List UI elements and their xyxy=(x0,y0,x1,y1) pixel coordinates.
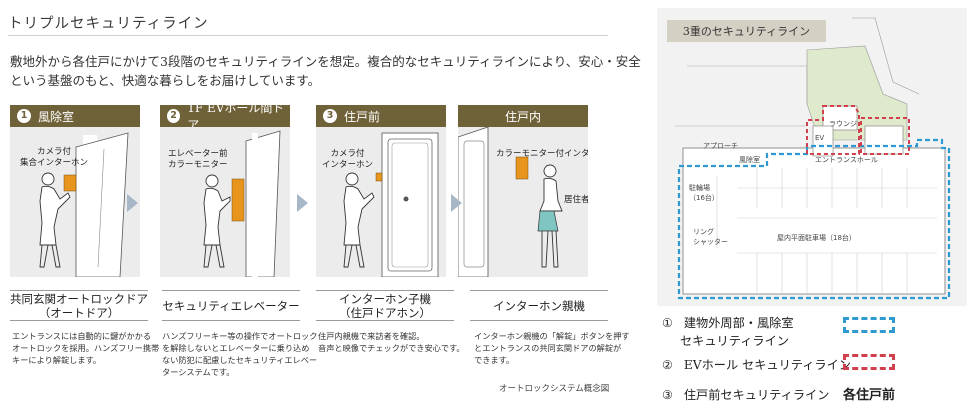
svg-text:リング: リング xyxy=(693,227,714,236)
legend-red-swatch xyxy=(843,354,895,370)
security-line-1 xyxy=(677,138,951,300)
security-line-2 xyxy=(806,105,860,155)
arrow-right-icon xyxy=(127,194,138,212)
intro-line-2: という基盤のもと、快適な暮らしをお届けしています。 xyxy=(10,73,321,88)
map-title: 3重のセキュリティライン xyxy=(667,20,826,42)
svg-text:エントランスホール: エントランスホール xyxy=(815,156,878,164)
step-1-header: 1 風除室 xyxy=(10,105,140,127)
step-2-header: 2 1F EVホール間ドア xyxy=(160,101,290,132)
intro-line-1: 敷地外から各住戸にかけて3段階のセキュリティラインを想定。複合的なセキュリティラ… xyxy=(10,54,641,69)
legend-item-1-line-2: セキュリティライン xyxy=(680,334,789,348)
step-3-header: 3 住戸前 xyxy=(316,105,446,127)
security-line-2b xyxy=(860,117,910,155)
step-1-caption: 共同玄関オートロックドア （オートドア） xyxy=(10,290,148,321)
step-3-illustration: カメラ付 インターホン xyxy=(316,127,446,277)
step-2-caption: セキュリティエレベーター xyxy=(162,290,300,321)
parking-grid xyxy=(716,168,937,293)
arrow-right-icon xyxy=(451,194,462,212)
diagram-footnote: オートロックシステム概念図 xyxy=(499,384,610,394)
arrow-right-icon xyxy=(297,194,308,212)
step-3-description: 住戸内親機で来訪者を確認。 音声と映像でチェックができ安心です。 xyxy=(318,331,465,353)
svg-text:EV: EV xyxy=(815,134,824,142)
step-number-badge: 2 xyxy=(167,109,181,123)
ev-door-illustration xyxy=(203,130,281,277)
legend-item-3: ③ 住戸前セキュリティライン xyxy=(662,388,830,402)
intercom-label: カメラ付 集合インターホン xyxy=(20,147,89,168)
monitor-label: エレベーター前 カラーモニター xyxy=(168,149,228,170)
step-4-title: 住戸内 xyxy=(504,109,541,124)
step-3-title: 住戸前 xyxy=(344,109,381,124)
title-divider xyxy=(8,35,608,36)
svg-text:ラウンジ: ラウンジ xyxy=(829,120,857,128)
svg-text:屋内平面駐車場（18台）: 屋内平面駐車場（18台） xyxy=(777,233,856,242)
step-number-badge: 3 xyxy=(323,109,337,123)
step-3-caption: インターホン子機 （住戸ドアホン） xyxy=(316,290,454,321)
svg-text:シャッター: シャッター xyxy=(693,237,728,246)
step-1-title: 風除室 xyxy=(38,109,75,124)
step-4-illustration: カラーモニター付インターホン 居住者 xyxy=(458,127,588,277)
svg-text:駐輪場: 駐輪場 xyxy=(689,183,710,192)
unit-door-illustration xyxy=(343,132,439,277)
master-monitor-label: カラーモニター付インターホン xyxy=(496,149,588,159)
unit-interior-illustration xyxy=(458,127,563,277)
step-2-illustration: エレベーター前 カラーモニター xyxy=(160,127,290,277)
legend-item-2: ② EVホール セキュリティライン xyxy=(662,358,851,372)
svg-text:アプローチ: アプローチ xyxy=(703,142,738,150)
step-1-illustration: カメラ付 集合インターホン xyxy=(10,127,140,277)
auto-door-illustration xyxy=(39,132,129,277)
step-4-header: 住戸内 xyxy=(458,105,588,127)
door-intercom-label: カメラ付 インターホン xyxy=(322,149,374,170)
step-1-description: エントランスには自動的に鍵がかかる オートロックを採用。ハンズフリー携帯 キーに… xyxy=(12,331,160,365)
svg-text:風除室: 風除室 xyxy=(739,155,760,164)
legend-unit-tag: 各住戸前 xyxy=(843,388,896,403)
step-4-description: インターホン親機の「解錠」ボタンを押す とエントランスの共同玄関ドアの解錠が で… xyxy=(474,331,630,365)
step-2-description: ハンズフリーキー等の操作でオートロック を解除しないとエレベーターに乗り込め な… xyxy=(162,331,318,377)
legend-blue-swatch xyxy=(843,317,895,333)
page-title: トリプルセキュリティライン xyxy=(8,16,209,32)
building-outline xyxy=(682,147,946,295)
floor-plan-map: ラウンジ EV アプローチ 風除室 エントランスホール 駐輪場 （16台） リン… xyxy=(675,17,951,300)
svg-text:（16台）: （16台） xyxy=(689,193,719,202)
legend-item-1: ① 建物外周部・風除室 xyxy=(662,316,794,330)
step-number-badge: 1 xyxy=(17,109,31,123)
step-4-caption: インターホン親機 xyxy=(470,290,608,321)
resident-label: 居住者 xyxy=(564,195,588,205)
